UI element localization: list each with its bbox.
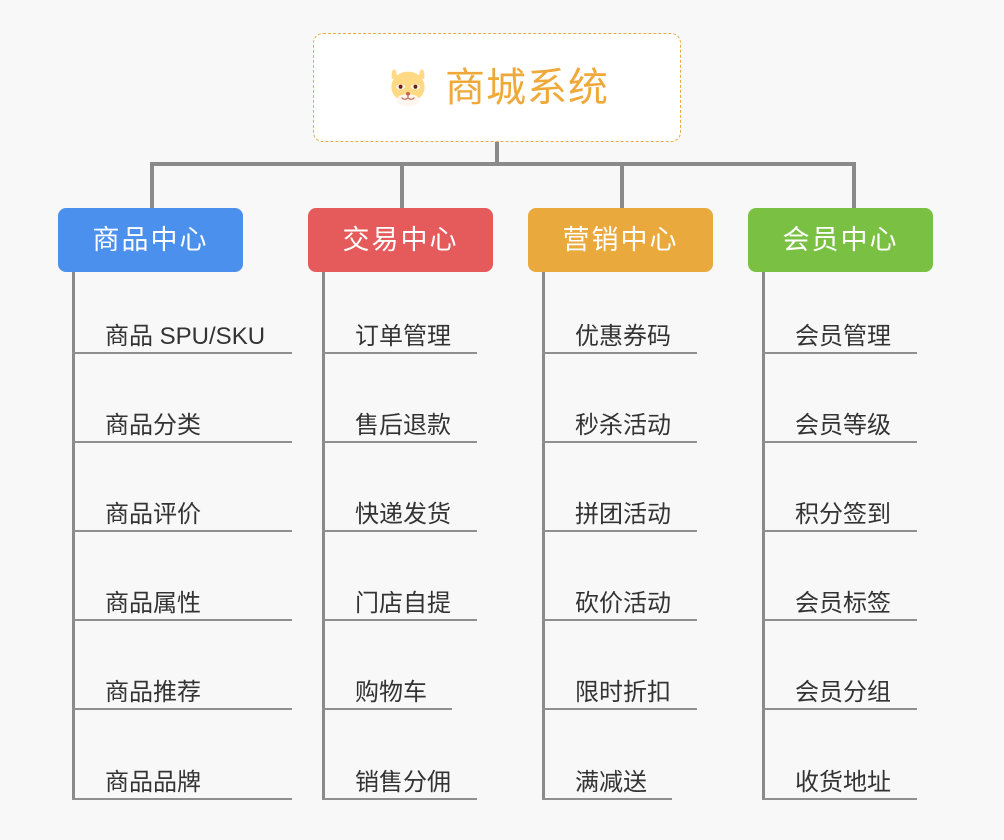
leaf-item[interactable]: 购物车 (322, 664, 452, 710)
branch-drop-connector-2 (400, 162, 404, 210)
leaf-label: 销售分佣 (355, 768, 451, 796)
leaf-label: 商品品牌 (105, 768, 201, 796)
leaf-label: 优惠券码 (575, 322, 671, 350)
category-label: 交易中心 (342, 224, 459, 255)
leaf-label: 售后退款 (355, 411, 451, 439)
branch-drop-connector-1 (150, 162, 154, 210)
leaf-item[interactable]: 会员标签 (762, 575, 917, 621)
leaf-label: 秒杀活动 (575, 411, 671, 439)
leaf-label: 商品推荐 (105, 678, 201, 706)
category-box-product-center[interactable]: 商品中心 (58, 208, 243, 272)
leaf-label: 会员分组 (795, 678, 891, 706)
leaf-label: 会员管理 (795, 322, 891, 350)
leaf-label: 砍价活动 (575, 589, 671, 617)
branch-drop-connector-4 (852, 162, 856, 210)
leaf-item[interactable]: 商品品牌 (72, 754, 292, 800)
category-label: 会员中心 (782, 224, 899, 255)
leaf-item[interactable]: 商品评价 (72, 486, 292, 532)
leaf-label: 商品评价 (105, 500, 201, 528)
leaf-label: 购物车 (355, 678, 427, 706)
leaf-item[interactable]: 售后退款 (322, 397, 477, 443)
leaf-label: 订单管理 (355, 322, 451, 350)
column-spine (762, 272, 765, 800)
root-title: 商城系统 (445, 65, 609, 110)
leaf-label: 会员标签 (795, 589, 891, 617)
branch-bar-connector (150, 162, 856, 166)
leaf-label: 快递发货 (355, 500, 451, 528)
leaf-item[interactable]: 拼团活动 (542, 486, 697, 532)
leaf-item[interactable]: 限时折扣 (542, 664, 697, 710)
leaf-item[interactable]: 快递发货 (322, 486, 477, 532)
leaf-label: 拼团活动 (575, 500, 671, 528)
column-spine (322, 272, 325, 800)
leaf-item[interactable]: 订单管理 (322, 308, 477, 354)
leaf-item[interactable]: 满减送 (542, 754, 672, 800)
category-label: 商品中心 (92, 224, 209, 255)
leaf-item[interactable]: 会员管理 (762, 308, 917, 354)
leaf-item[interactable]: 会员等级 (762, 397, 917, 443)
leaf-label: 商品 SPU/SKU (105, 322, 266, 350)
root-stem-connector (495, 142, 499, 164)
category-box-marketing-center[interactable]: 营销中心 (528, 208, 713, 272)
leaf-item[interactable]: 收货地址 (762, 754, 917, 800)
column-spine (72, 272, 75, 800)
category-box-trade-center[interactable]: 交易中心 (308, 208, 493, 272)
leaf-item[interactable]: 门店自提 (322, 575, 477, 621)
dog-face-icon (391, 69, 425, 106)
leaf-label: 商品属性 (105, 589, 201, 617)
leaf-item[interactable]: 优惠券码 (542, 308, 697, 354)
leaf-item[interactable]: 商品 SPU/SKU (72, 308, 292, 354)
leaf-label: 门店自提 (355, 589, 451, 617)
leaf-item[interactable]: 商品属性 (72, 575, 292, 621)
leaf-label: 会员等级 (795, 411, 891, 439)
branch-drop-connector-3 (620, 162, 624, 210)
root-node[interactable]: 商城系统 (313, 33, 681, 142)
leaf-label: 商品分类 (105, 411, 201, 439)
leaf-label: 限时折扣 (575, 678, 671, 706)
leaf-item[interactable]: 积分签到 (762, 486, 917, 532)
category-label: 营销中心 (562, 224, 679, 255)
leaf-label: 积分签到 (795, 500, 891, 528)
leaf-item[interactable]: 砍价活动 (542, 575, 697, 621)
leaf-item[interactable]: 商品分类 (72, 397, 292, 443)
leaf-label: 收货地址 (795, 768, 891, 796)
leaf-item[interactable]: 商品推荐 (72, 664, 292, 710)
column-spine (542, 272, 545, 800)
leaf-label: 满减送 (575, 768, 647, 796)
leaf-item[interactable]: 秒杀活动 (542, 397, 697, 443)
leaf-item[interactable]: 会员分组 (762, 664, 917, 710)
leaf-item[interactable]: 销售分佣 (322, 754, 477, 800)
category-box-member-center[interactable]: 会员中心 (748, 208, 933, 272)
